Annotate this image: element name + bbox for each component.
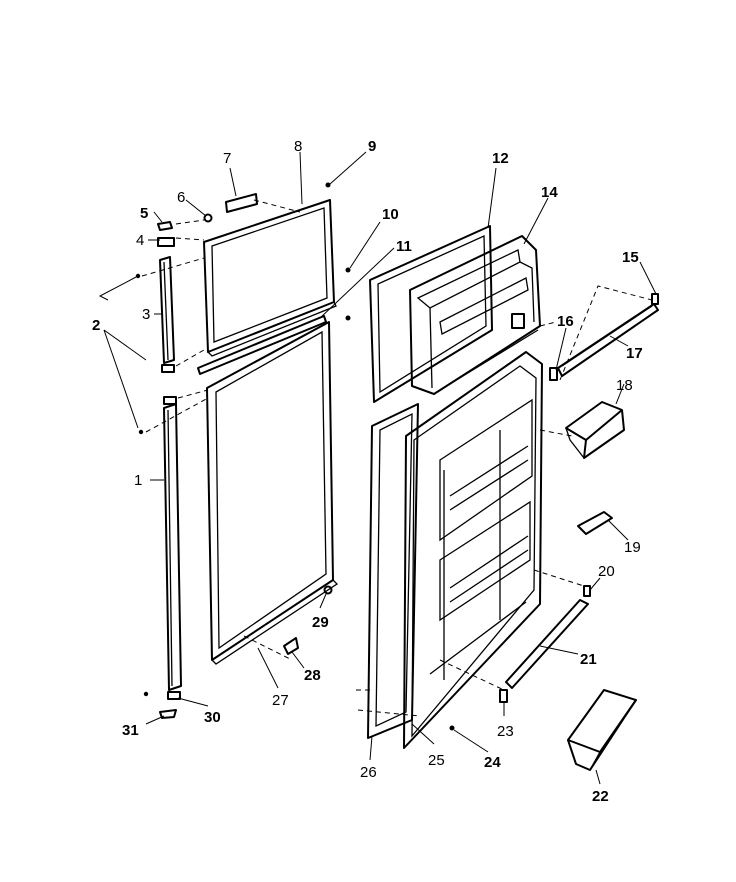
callout-2: 2 bbox=[92, 317, 100, 334]
hinge-caps bbox=[135, 221, 181, 719]
callout-31: 31 bbox=[122, 722, 139, 739]
callout-27: 27 bbox=[272, 692, 289, 709]
fresh-food-door-gasket bbox=[367, 403, 419, 739]
butter-tray-19 bbox=[577, 511, 613, 535]
screw-24 bbox=[449, 725, 455, 731]
leader-lines bbox=[98, 151, 657, 785]
callout-26: 26 bbox=[360, 764, 377, 781]
callout-12: 12 bbox=[492, 150, 509, 167]
callout-10: 10 bbox=[382, 206, 399, 223]
callout-5: 5 bbox=[140, 205, 148, 222]
crisper-bin-22 bbox=[567, 689, 637, 771]
callout-7: 7 bbox=[223, 150, 231, 167]
fresh-food-inner-liner bbox=[403, 351, 543, 749]
callout-30: 30 bbox=[204, 709, 221, 726]
door-rail-21 bbox=[499, 585, 591, 703]
callout-15: 15 bbox=[622, 249, 639, 266]
shelf-rail bbox=[549, 293, 659, 381]
callout-6: 6 bbox=[177, 189, 185, 206]
callout-23: 23 bbox=[497, 723, 514, 740]
freezer-door-handle bbox=[203, 182, 331, 223]
callout-4: 4 bbox=[136, 232, 144, 249]
fresh-food-door-panel bbox=[197, 315, 339, 665]
callout-22: 22 bbox=[592, 788, 609, 805]
callout-17: 17 bbox=[626, 345, 643, 362]
callout-21: 21 bbox=[580, 651, 597, 668]
callout-labels: 1 2 3 4 5 6 7 8 9 10 11 12 14 15 16 17 1… bbox=[92, 138, 643, 805]
freezer-door-gasket bbox=[369, 225, 493, 403]
door-handle-strip-upper bbox=[159, 256, 175, 364]
callout-8: 8 bbox=[294, 138, 302, 155]
callout-19: 19 bbox=[624, 539, 641, 556]
alignment-lines bbox=[141, 199, 653, 717]
callout-1: 1 bbox=[134, 472, 142, 489]
door-handle-strip-lower bbox=[163, 403, 182, 691]
callout-20: 20 bbox=[598, 563, 615, 580]
bottom-hardware bbox=[283, 267, 351, 655]
callout-28: 28 bbox=[304, 667, 321, 684]
callout-24: 24 bbox=[484, 754, 501, 771]
freezer-inner-liner bbox=[409, 235, 541, 395]
callout-3: 3 bbox=[142, 306, 150, 323]
freezer-door-panel bbox=[203, 199, 337, 357]
callout-25: 25 bbox=[428, 752, 445, 769]
callout-16: 16 bbox=[557, 313, 574, 330]
callout-18: 18 bbox=[616, 377, 633, 394]
callout-29: 29 bbox=[312, 614, 329, 631]
callout-11: 11 bbox=[396, 238, 412, 255]
callout-9: 9 bbox=[368, 138, 376, 155]
small-shelf-18 bbox=[565, 401, 625, 459]
callout-14: 14 bbox=[541, 184, 558, 201]
